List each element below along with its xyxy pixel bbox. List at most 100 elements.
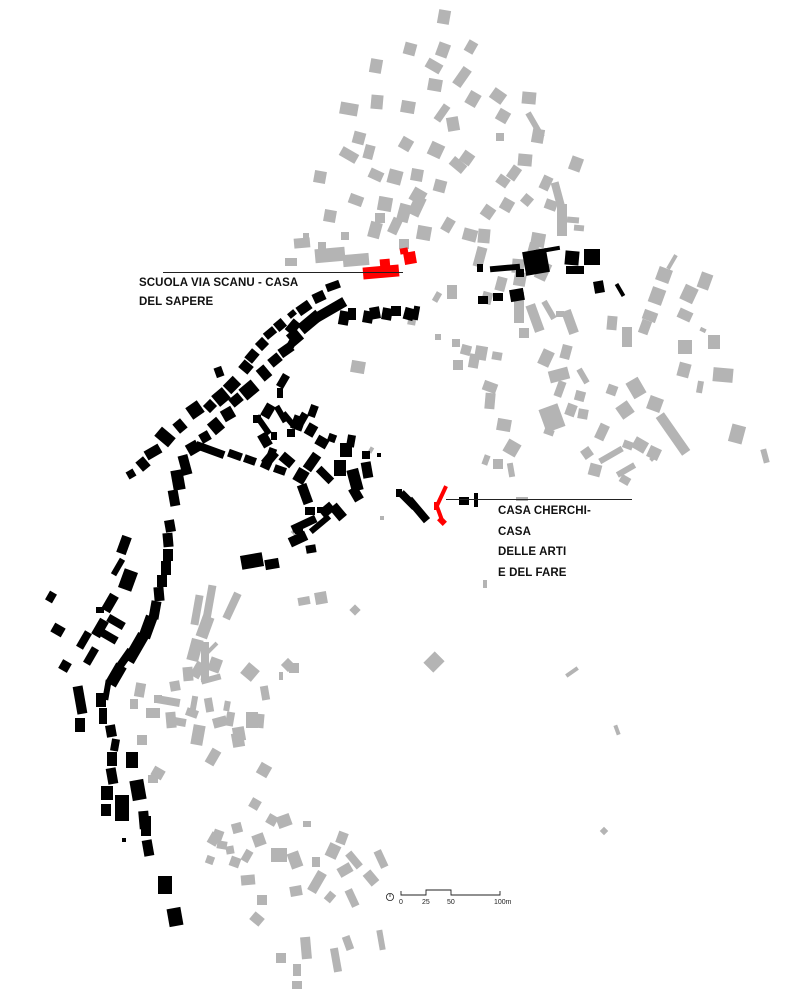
historic-building — [105, 724, 117, 738]
context-building — [666, 254, 678, 270]
historic-building — [97, 627, 119, 645]
historic-building — [257, 431, 273, 449]
historic-building — [326, 432, 338, 444]
historic-building — [287, 530, 309, 548]
historic-building — [213, 365, 225, 379]
historic-building — [45, 590, 57, 604]
historic-building — [329, 502, 347, 522]
context-building — [395, 202, 413, 224]
historic-building — [110, 557, 126, 577]
context-building — [275, 812, 293, 830]
historic-building — [272, 317, 288, 333]
label-scuola-via-scanu: SCUOLA VIA SCANU - CASA DEL SAPERE — [139, 274, 298, 312]
context-building — [410, 168, 424, 182]
historic-building — [334, 460, 346, 476]
context-building — [146, 708, 160, 718]
context-building — [453, 360, 463, 370]
context-building — [204, 854, 216, 866]
historic-building — [286, 337, 298, 349]
historic-building — [118, 568, 138, 592]
historic-building — [474, 493, 478, 507]
context-building — [708, 335, 720, 349]
scale-tick-50: 50 — [447, 899, 455, 906]
historic-building — [222, 375, 242, 395]
historic-building — [75, 718, 85, 732]
context-building — [646, 445, 662, 461]
historic-building — [296, 309, 324, 335]
context-building — [481, 379, 499, 395]
historic-building — [262, 326, 278, 340]
historic-building — [308, 513, 332, 535]
context-building — [459, 343, 473, 357]
context-building — [276, 953, 286, 963]
historic-building — [277, 388, 283, 398]
context-building — [373, 849, 389, 869]
context-building — [323, 890, 337, 904]
north-arrow-icon — [385, 893, 394, 902]
context-building — [573, 389, 587, 403]
historic-building — [348, 485, 364, 503]
context-building — [335, 830, 349, 846]
historic-building — [138, 614, 158, 640]
context-building — [622, 327, 632, 347]
historic-building — [295, 526, 303, 534]
context-building — [300, 936, 312, 960]
context-building — [399, 239, 409, 249]
context-building — [432, 178, 448, 194]
context-building — [448, 156, 468, 174]
historic-building — [101, 786, 113, 800]
context-building — [407, 194, 427, 218]
context-building — [293, 237, 311, 249]
context-building — [265, 813, 279, 827]
historic-building — [287, 309, 297, 319]
context-building — [200, 673, 222, 685]
historic-building — [305, 544, 317, 554]
historic-building — [284, 318, 302, 336]
context-building — [173, 717, 187, 727]
context-building — [557, 204, 567, 236]
historic-building — [564, 250, 580, 266]
context-building — [649, 456, 655, 462]
context-building — [646, 395, 664, 413]
historic-building — [566, 266, 584, 274]
historic-building — [271, 432, 277, 440]
context-building — [297, 596, 311, 606]
historic-building — [167, 489, 181, 507]
context-building — [525, 303, 545, 333]
context-building — [190, 724, 206, 746]
context-building — [679, 283, 699, 305]
context-building — [547, 366, 571, 384]
context-building — [206, 831, 222, 847]
historic-building — [157, 575, 167, 587]
historic-building — [260, 402, 276, 420]
context-building — [424, 57, 444, 75]
historic-building — [516, 269, 524, 277]
label-line: CASA CHERCHI- — [498, 505, 591, 517]
context-building — [271, 848, 287, 862]
historic-building — [261, 448, 279, 468]
context-building — [561, 309, 579, 335]
historic-building — [163, 549, 173, 561]
historic-building — [493, 293, 503, 301]
context-building — [647, 286, 667, 306]
context-building — [494, 107, 512, 125]
scale-bar-line — [400, 889, 501, 896]
context-building — [576, 367, 590, 385]
historic-building — [242, 454, 258, 466]
historic-building — [129, 778, 147, 802]
context-building — [367, 220, 383, 240]
historic-building — [96, 693, 106, 707]
context-building — [206, 656, 224, 674]
context-building — [543, 427, 555, 437]
historic-building — [311, 289, 327, 305]
historic-building — [489, 263, 521, 273]
context-building — [368, 58, 384, 74]
context-building — [130, 699, 138, 709]
project-sites-layer — [362, 247, 448, 526]
context-building — [434, 41, 452, 59]
context-building — [538, 174, 554, 192]
context-building — [201, 584, 217, 626]
historic-building — [405, 496, 431, 524]
context-building — [447, 285, 457, 299]
historic-building — [391, 306, 401, 316]
